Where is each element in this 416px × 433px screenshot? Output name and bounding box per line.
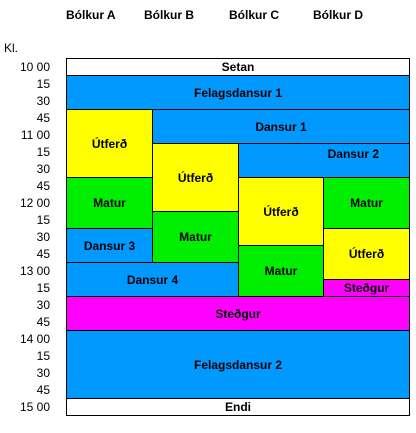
schedule-block: Matur (66, 177, 153, 229)
time-label: 45 (36, 111, 50, 125)
schedule-block: Steðgur (66, 296, 410, 331)
column-header-d: Bólkur D (313, 8, 364, 22)
schedule-block: Dansur 2 (238, 143, 410, 178)
time-label: 10 00 (19, 60, 50, 74)
schedule-block: Útferð (152, 143, 239, 212)
time-label: 13 00 (19, 264, 50, 278)
time-label: 11 00 (20, 128, 50, 142)
time-label: 45 (36, 383, 50, 397)
column-header-a: Bólkur A (66, 8, 116, 22)
time-label: 30 (36, 94, 50, 108)
schedule-block: Útferð (323, 228, 410, 280)
schedule-block: Setan (66, 58, 410, 76)
time-label: 30 (36, 298, 50, 312)
schedule-block: Dansur 3 (66, 228, 153, 263)
schedule-block: Matur (152, 211, 239, 263)
time-label: 30 (36, 366, 50, 380)
time-label: 30 (36, 230, 50, 244)
column-header-c: Bólkur C (229, 8, 280, 22)
time-label: 45 (36, 315, 50, 329)
schedule-block: Endi (66, 398, 410, 416)
time-label: 15 00 (19, 400, 50, 414)
schedule-block: Dansur 4 (66, 262, 239, 297)
schedule-block: Felagsdansur 2 (66, 330, 410, 399)
schedule-block: Steðgur (323, 279, 410, 297)
column-header-b: Bólkur B (144, 8, 195, 22)
time-label: 30 (36, 162, 50, 176)
schedule-block: Felagsdansur 1 (66, 75, 410, 110)
time-label: 45 (36, 179, 50, 193)
schedule-block: Dansur 1 (152, 109, 410, 144)
schedule-block: Matur (323, 177, 410, 229)
time-column-label: Kl. (4, 41, 19, 55)
time-label: 15 (36, 281, 50, 295)
time-label: 12 00 (19, 196, 50, 210)
time-label: 15 (36, 77, 50, 91)
time-label: 15 (36, 145, 50, 159)
schedule-block: Útferð (238, 177, 324, 246)
time-label: 15 (36, 349, 50, 363)
time-label: 45 (36, 247, 50, 261)
time-label: 15 (36, 213, 50, 227)
schedule-block: Matur (238, 245, 324, 297)
time-label: 14 00 (19, 332, 50, 346)
schedule-block: Útferð (66, 109, 153, 178)
